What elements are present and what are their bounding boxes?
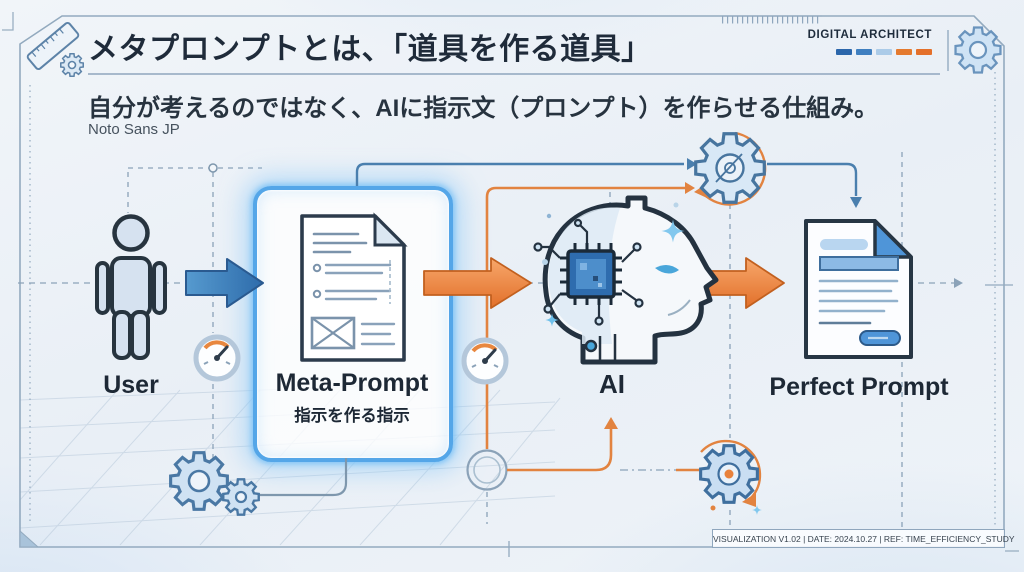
user-node-label: User [103,371,159,399]
corner-mark [2,12,14,31]
guide-lines [18,72,1013,528]
brand-bar [876,49,892,55]
page-title: メタプロンプトとは、「道具を作る道具」 [88,33,652,66]
gauge-icon-mid [464,340,506,382]
bypass-path-blue [355,158,862,208]
gear-connector-line [258,458,348,497]
brand-label: DIGITAL ARCHITECT [807,29,932,41]
process-gear-top [694,132,766,204]
meta-prompt-node-sublabel: 指示を作る指示 [294,407,410,425]
font-note: Noto Sans JP [88,121,180,138]
brand-bar [896,49,912,55]
blueprint-document-icon [300,212,408,362]
ai-node-label: AI [599,369,625,399]
ruler-gear-icon [26,21,84,77]
brand-color-bars [836,49,932,55]
arrow-user-to-meta [185,258,264,308]
document-icon [804,219,913,359]
brand-bar [916,49,932,55]
gears-bottom-left [169,451,260,516]
guide-arrowhead [954,278,963,288]
person-icon [95,214,167,360]
process-gear-bottom [699,444,759,504]
ruler-ticks [722,15,822,24]
robot-head-icon [533,195,719,365]
guide-node [208,163,218,173]
meta-prompt-node-label: Meta-Prompt [275,369,429,397]
footer-stamp: VISUALIZATION V1.02 | DATE: 2024.10.27 |… [712,529,1015,548]
brand-bar [836,49,852,55]
arrow-meta-to-ai [423,257,532,309]
brand-bar [856,49,872,55]
feedback-junction-node [466,449,508,491]
sparkle-icons [542,202,762,515]
frame-corner-triangle [19,529,40,548]
perfect-prompt-node-label: Perfect Prompt [769,373,949,401]
gear-icon-header [954,26,1002,74]
subtitle: 自分が考えるのではなく、AIに指示文（プロンプト）を作らせる仕組み。 [88,95,879,122]
